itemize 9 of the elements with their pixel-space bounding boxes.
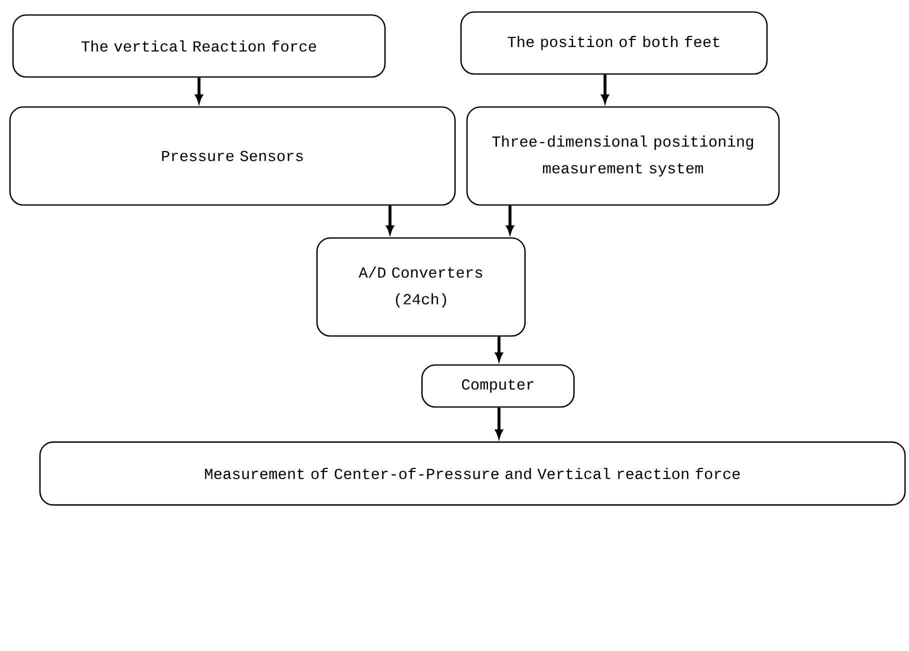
process-box: Three-dimensional positioning measurement system	[466, 106, 780, 206]
process-box: A/D Converters (24ch)	[316, 237, 526, 337]
process-box: Measurement of Center-of-Pressure and Vertical reaction force	[39, 441, 906, 506]
arrow	[495, 336, 503, 361]
process-box: The vertical Reaction force	[12, 14, 386, 78]
process-box: Pressure Sensors	[9, 106, 456, 206]
arrow	[195, 78, 203, 103]
process-box: Computer	[421, 364, 575, 408]
process-box: The position of both feet	[460, 11, 768, 75]
